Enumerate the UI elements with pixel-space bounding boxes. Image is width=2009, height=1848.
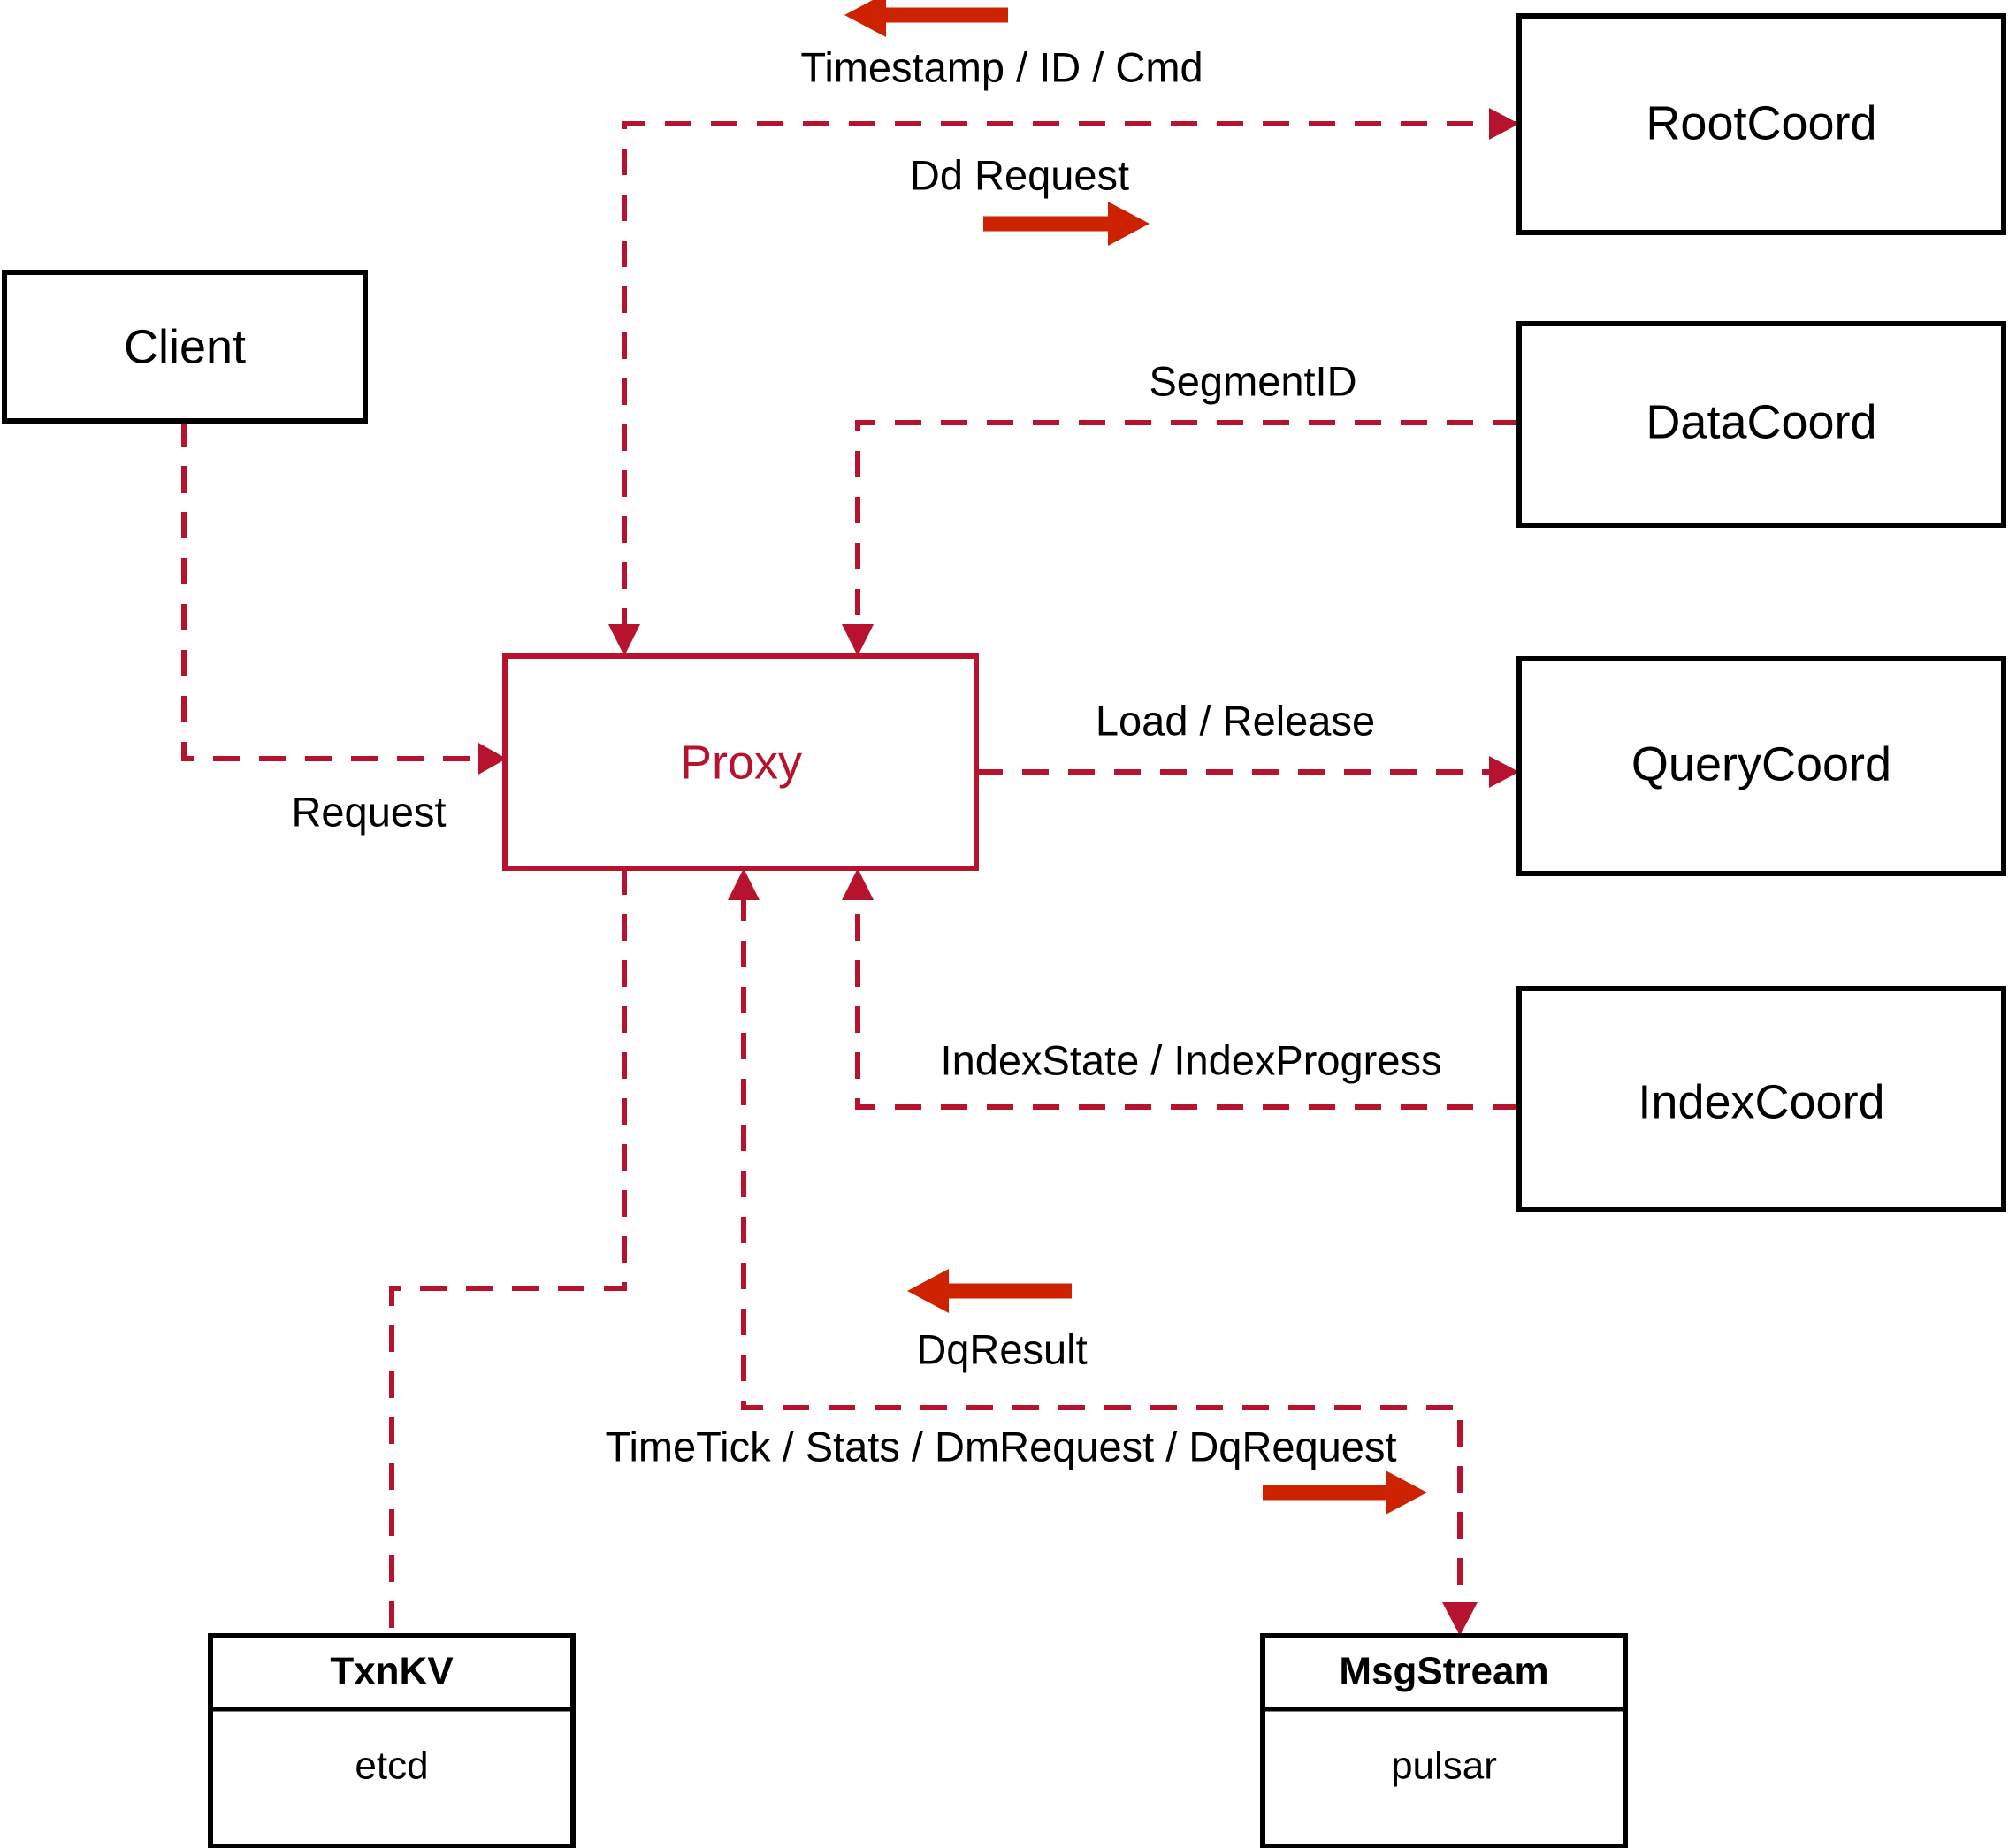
edge-rootcoord-timestamp-path (622, 121, 1519, 630)
edge-datacoord-segmentid-path (855, 420, 1519, 630)
edge-label-timestamp: Timestamp / ID / Cmd (800, 43, 1203, 90)
edge-datacoord-segmentid-arrowhead (842, 624, 874, 656)
node-querycoord-label: QueryCoord (1631, 737, 1891, 790)
node-msgstream-label: MsgStream (1339, 1650, 1548, 1693)
edge-indexcoord-state-path (855, 895, 1519, 1110)
node-txnkv-box[interactable] (208, 1633, 576, 1848)
flow-arrow-left-dqresult (907, 1269, 1072, 1313)
node-querycoord-box[interactable] (1516, 656, 2006, 876)
node-msgstream-impl-label: pulsar (1391, 1745, 1497, 1788)
node-datacoord-label: DataCoord (1646, 395, 1876, 448)
edge-label-segmentid: SegmentID (1149, 357, 1356, 404)
edge-txnkv-path (389, 868, 627, 1636)
node-msgstream-box[interactable] (1260, 1633, 1628, 1848)
node-proxy-label: Proxy (680, 736, 802, 789)
node-indexcoord-box[interactable] (1516, 986, 2006, 1212)
edge-label-dqresult: DqResult (916, 1325, 1087, 1372)
flow-arrow-left-timestamp (844, 0, 1008, 37)
flow-arrow-right-ddrequest (983, 202, 1150, 246)
node-txnkv-impl-label: etcd (355, 1745, 428, 1788)
node-proxy-box[interactable] (502, 653, 979, 871)
edge-indexcoord-state-arrowhead (842, 868, 874, 900)
node-datacoord-box[interactable] (1516, 321, 2006, 528)
edge-label-load-release: Load / Release (1096, 697, 1375, 744)
edge-label-request: Request (291, 788, 446, 835)
edge-label-indexstate: IndexState / IndexProgress (941, 1036, 1442, 1083)
node-client-label: Client (124, 320, 246, 373)
edge-rootcoord-timestamp-arrowhead (608, 624, 640, 656)
node-txnkv-label: TxnKV (330, 1650, 454, 1693)
edge-msgstream-requests-arrowhead (1442, 1602, 1478, 1636)
edge-label-timetick: TimeTick / Stats / DmRequest / DqRequest (605, 1423, 1396, 1470)
edge-rootcoord-ddrequest-arrowhead (1489, 108, 1519, 140)
flow-arrow-right-timetick (1263, 1470, 1427, 1515)
node-rootcoord-label: RootCoord (1646, 96, 1876, 149)
edge-client-request-arrowhead (478, 743, 507, 775)
edge-msgstream-requests-path (741, 895, 1463, 1613)
edge-client-request-path (181, 420, 491, 761)
node-rootcoord-box[interactable] (1516, 13, 2006, 235)
edge-label-ddrequest: Dd Request (910, 151, 1129, 198)
edge-msgstream-dqresult-arrowhead (728, 868, 760, 900)
node-client-box[interactable] (2, 270, 368, 424)
node-indexcoord-label: IndexCoord (1638, 1075, 1884, 1128)
edge-querycoord-load-arrowhead (1489, 756, 1519, 788)
